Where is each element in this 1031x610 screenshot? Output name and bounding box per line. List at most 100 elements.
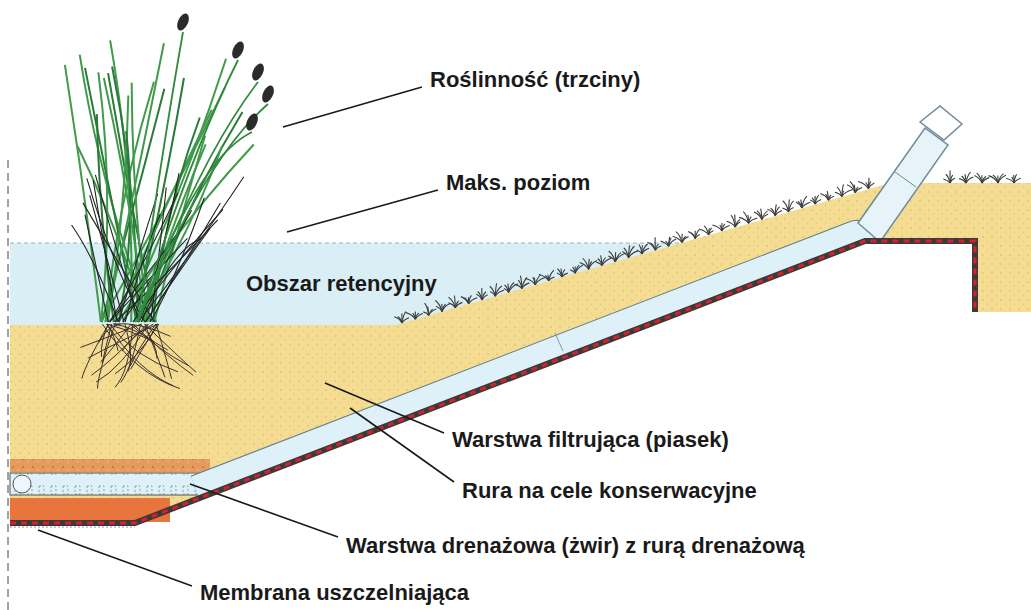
plant-stroke (589, 261, 597, 270)
reed-plant (65, 12, 276, 389)
plant-stroke (731, 215, 735, 227)
plant-stroke (712, 225, 721, 231)
plant-stroke (629, 251, 639, 258)
plant-stroke (709, 231, 714, 235)
plant-stroke (682, 237, 689, 243)
plant-stroke (676, 232, 682, 243)
plant-stroke (435, 300, 442, 311)
maintenance-pipe-riser (858, 128, 948, 242)
plant-stroke (982, 178, 989, 183)
plant-stroke (442, 304, 450, 312)
section-boundary (8, 160, 9, 610)
plant-stroke (535, 278, 545, 285)
plant-stroke (461, 297, 469, 304)
plant-stroke (789, 208, 794, 212)
plant-stroke (549, 270, 554, 281)
plant-stroke (946, 174, 950, 183)
plant-stroke (695, 235, 700, 239)
plant-stroke (842, 189, 853, 196)
plant-stroke (624, 248, 629, 258)
reed-root (145, 324, 196, 372)
plant-stroke (1014, 178, 1021, 183)
reed-stem (93, 180, 117, 322)
plant-stroke (650, 243, 655, 250)
plant-stroke (639, 245, 642, 254)
reed-seed-head (175, 12, 192, 33)
geotextile (10, 527, 135, 528)
reed-seed-head (230, 40, 247, 61)
plant-stroke (950, 178, 955, 183)
reed-stem (87, 178, 145, 322)
leader-line (287, 190, 438, 232)
plant-stroke (966, 177, 973, 183)
plant-stroke (735, 222, 740, 227)
plant-stroke (722, 226, 730, 231)
leader-line (350, 408, 454, 482)
pipe-joint (895, 172, 916, 187)
part-label: Warstwa filtrująca (piasek) (452, 427, 729, 453)
plant-stroke (761, 209, 762, 220)
plant-stroke (583, 258, 589, 269)
reed-root (130, 324, 156, 366)
reed-root (107, 324, 174, 386)
reed-seed-head (244, 112, 261, 133)
leader-line (325, 383, 444, 433)
plant-stroke (428, 306, 429, 315)
plant-stroke (642, 248, 649, 254)
plant-stroke (465, 297, 469, 303)
plant-stroke (771, 208, 776, 215)
plant-stroke (406, 313, 415, 320)
plant-stroke (858, 181, 868, 188)
plant-stroke (695, 230, 699, 239)
plant-stroke (977, 173, 982, 183)
plant-stroke (743, 212, 748, 224)
reed-root (102, 324, 180, 389)
plant-stroke (455, 302, 462, 307)
max-level-line (10, 243, 686, 244)
plant-stroke (820, 193, 828, 200)
drain-pipe-end (13, 475, 31, 493)
plant-stroke (789, 201, 794, 212)
plant-stroke (775, 210, 782, 215)
reed-stalk (138, 132, 252, 322)
plant-stroke (573, 267, 576, 273)
plant-stroke (469, 298, 478, 304)
part-label: Membrana uszczelniająca (200, 580, 469, 606)
reed-stem (85, 215, 108, 322)
plant-stroke (655, 246, 661, 250)
plant-stroke (562, 273, 568, 277)
reed-leaf (104, 78, 146, 322)
plant-stroke (482, 295, 488, 300)
plant-stroke (478, 292, 482, 300)
pipe-joint (555, 333, 563, 351)
part-label: Warstwa drenażowa (żwir) z rurą drenażow… (346, 533, 805, 559)
pipe-cap (920, 106, 962, 140)
plant-stroke (855, 188, 862, 193)
plant-stroke (802, 202, 811, 208)
plant-stroke (415, 313, 422, 319)
reed-seed-head (260, 84, 277, 105)
reed-seed-head (250, 62, 267, 83)
plant-stroke (522, 283, 529, 289)
reed-root (107, 324, 118, 351)
maintenance-pipe (195, 232, 872, 487)
plant-stroke (749, 218, 758, 223)
plant-stroke (762, 214, 768, 220)
drain-pipe (10, 473, 200, 495)
plant-stroke (669, 239, 677, 246)
plant-stroke (998, 175, 1006, 183)
maintenance-pipe-outline (195, 232, 872, 487)
plant-stroke (735, 219, 740, 227)
plant-stroke (402, 318, 409, 323)
plant-stroke (647, 242, 655, 250)
reed-leaf (153, 117, 200, 322)
plant-stroke (520, 276, 522, 289)
reed-root (99, 324, 121, 343)
plant-stroke (490, 286, 496, 296)
part-label: Maks. poziom (446, 170, 590, 196)
part-label: Roślinność (trzciny) (430, 67, 640, 93)
reed-leaf (123, 59, 226, 322)
leader-line (283, 87, 422, 127)
plant-stroke (575, 265, 583, 273)
